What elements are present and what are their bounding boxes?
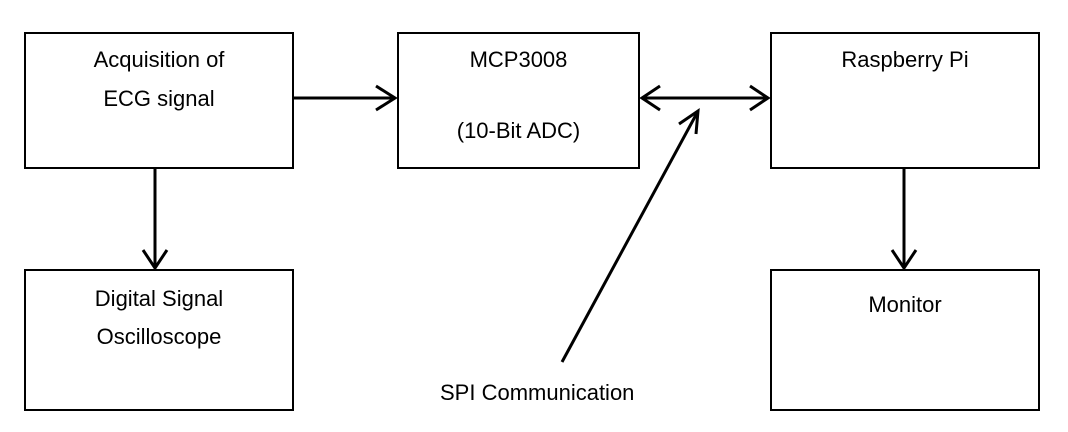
acquisition-label-line2: ECG signal bbox=[103, 86, 215, 111]
arrowhead-down-icon bbox=[141, 249, 169, 271]
adc-label-line1: MCP3008 bbox=[469, 47, 568, 72]
oscilloscope-label-line1: Digital Signal bbox=[94, 286, 224, 311]
monitor-label: Monitor bbox=[868, 292, 942, 317]
arrowhead-down-icon bbox=[890, 249, 918, 271]
adc-block: MCP3008 (10-Bit ADC) bbox=[397, 32, 640, 169]
arrowhead-left-icon bbox=[639, 84, 661, 112]
oscilloscope-block: Digital Signal Oscilloscope bbox=[24, 269, 294, 411]
raspberry-pi-label: Raspberry Pi bbox=[841, 47, 969, 72]
arrowhead-right-icon bbox=[749, 84, 771, 112]
acquisition-block: Acquisition of ECG signal bbox=[24, 32, 294, 169]
arrowhead-diagonal-icon bbox=[678, 107, 700, 135]
adc-label-line2: (10-Bit ADC) bbox=[456, 118, 581, 143]
oscilloscope-label-line2: Oscilloscope bbox=[96, 324, 222, 349]
arrowhead-right-icon bbox=[375, 84, 398, 112]
monitor-block: Monitor bbox=[770, 269, 1040, 411]
raspberry-pi-block: Raspberry Pi bbox=[770, 32, 1040, 169]
arrow-spi-pointer bbox=[560, 112, 699, 363]
spi-communication-label: SPI Communication bbox=[440, 380, 635, 405]
acquisition-label-line1: Acquisition of bbox=[93, 47, 225, 72]
